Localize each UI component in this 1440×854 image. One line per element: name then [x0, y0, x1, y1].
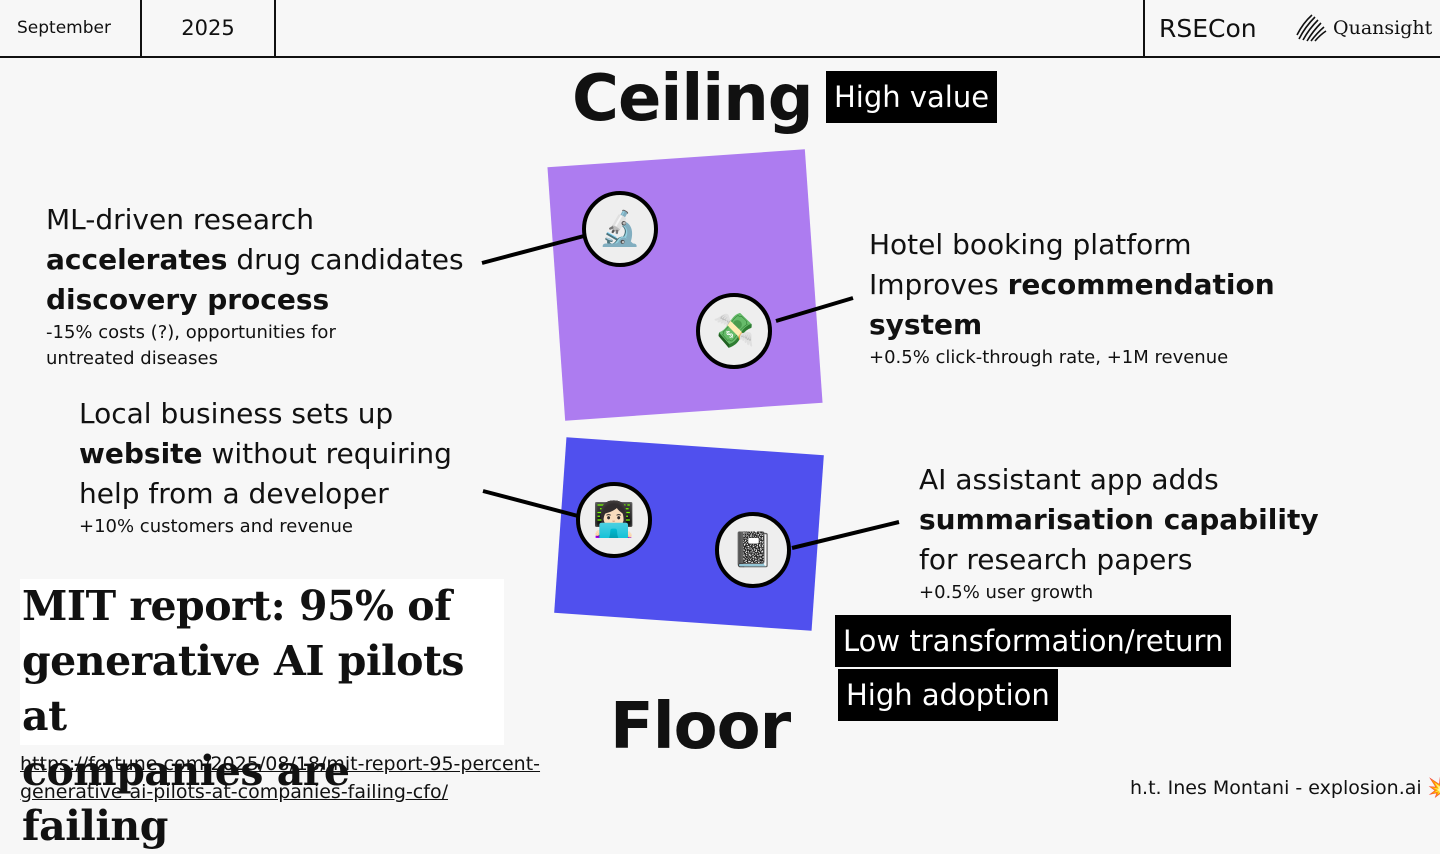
- ml-line3: discovery process: [46, 283, 330, 316]
- news-headline-image: MIT report: 95% of generative AI pilots …: [20, 579, 504, 850]
- quansight-logo-icon: [1295, 13, 1329, 43]
- ai-line2: summarisation capability: [919, 503, 1319, 536]
- headline-line2: generative AI pilots at: [22, 637, 464, 740]
- local-line2-rest: without requiring: [202, 437, 452, 470]
- hotel-line1: Hotel booking platform: [869, 228, 1192, 261]
- example-ai-assistant: AI assistant app adds summarisation capa…: [919, 460, 1319, 606]
- microscope-icon: 🔬: [582, 191, 658, 267]
- ai-line3: for research papers: [919, 543, 1193, 576]
- ceiling-title: Ceiling: [572, 62, 814, 136]
- local-line2: website without requiring: [79, 434, 452, 474]
- money-with-wings-icon: 💸: [696, 293, 772, 369]
- source-link-line2[interactable]: generative-ai-pilots-at-companies-failin…: [20, 781, 448, 803]
- slide-header: September 2025 RSECon Quansight: [0, 0, 1440, 58]
- example-hotel-booking: Hotel booking platform Improves recommen…: [869, 225, 1275, 371]
- hotel-line2-pre: Improves: [869, 268, 1008, 301]
- source-link-line1[interactable]: https://fortune.com/2025/08/18/mit-repor…: [20, 753, 541, 775]
- high-adoption-tag: High adoption: [838, 669, 1058, 721]
- quansight-logo: Quansight: [1295, 0, 1432, 56]
- header-conference: RSECon: [1143, 0, 1291, 56]
- hotel-line2: Improves recommendation: [869, 265, 1275, 305]
- local-line1: Local business sets up: [79, 397, 394, 430]
- ml-line2-rest: drug candidates: [227, 243, 464, 276]
- logo-text: Quansight: [1333, 17, 1433, 39]
- ml-line2: accelerates drug candidates: [46, 240, 464, 280]
- ml-line1: ML-driven research: [46, 203, 315, 236]
- header-year: 2025: [142, 0, 276, 56]
- source-link[interactable]: https://fortune.com/2025/08/18/mit-repor…: [20, 750, 540, 806]
- ml-note2: untreated diseases: [46, 348, 219, 369]
- ml-line2-bold: accelerates: [46, 243, 228, 276]
- example-local-business: Local business sets up website without r…: [79, 394, 452, 540]
- hotel-line3: system: [869, 308, 983, 341]
- notebook-icon: 📓: [715, 512, 791, 588]
- technologist-icon: 👩🏻‍💻: [576, 482, 652, 558]
- ml-note1: -15% costs (?), opportunities for: [46, 322, 336, 343]
- hotel-note: +0.5% click-through rate, +1M revenue: [869, 347, 1229, 368]
- local-line2-bold: website: [79, 437, 203, 470]
- header-month: September: [0, 0, 142, 56]
- ai-line1: AI assistant app adds: [919, 463, 1219, 496]
- credit-text: h.t. Ines Montani - explosion.ai 💥: [1130, 777, 1440, 799]
- ai-note: +0.5% user growth: [919, 582, 1094, 603]
- high-value-tag: High value: [826, 71, 998, 123]
- ceiling-square: [547, 149, 823, 421]
- headline-line1: MIT report: 95% of: [22, 582, 452, 630]
- example-ml-research: ML-driven research accelerates drug cand…: [46, 200, 464, 372]
- floor-title: Floor: [610, 690, 791, 764]
- low-transformation-tag: Low transformation/return: [835, 615, 1232, 667]
- local-note: +10% customers and revenue: [79, 516, 353, 537]
- hotel-line2-bold: recommendation: [1007, 268, 1275, 301]
- local-line3: help from a developer: [79, 477, 389, 510]
